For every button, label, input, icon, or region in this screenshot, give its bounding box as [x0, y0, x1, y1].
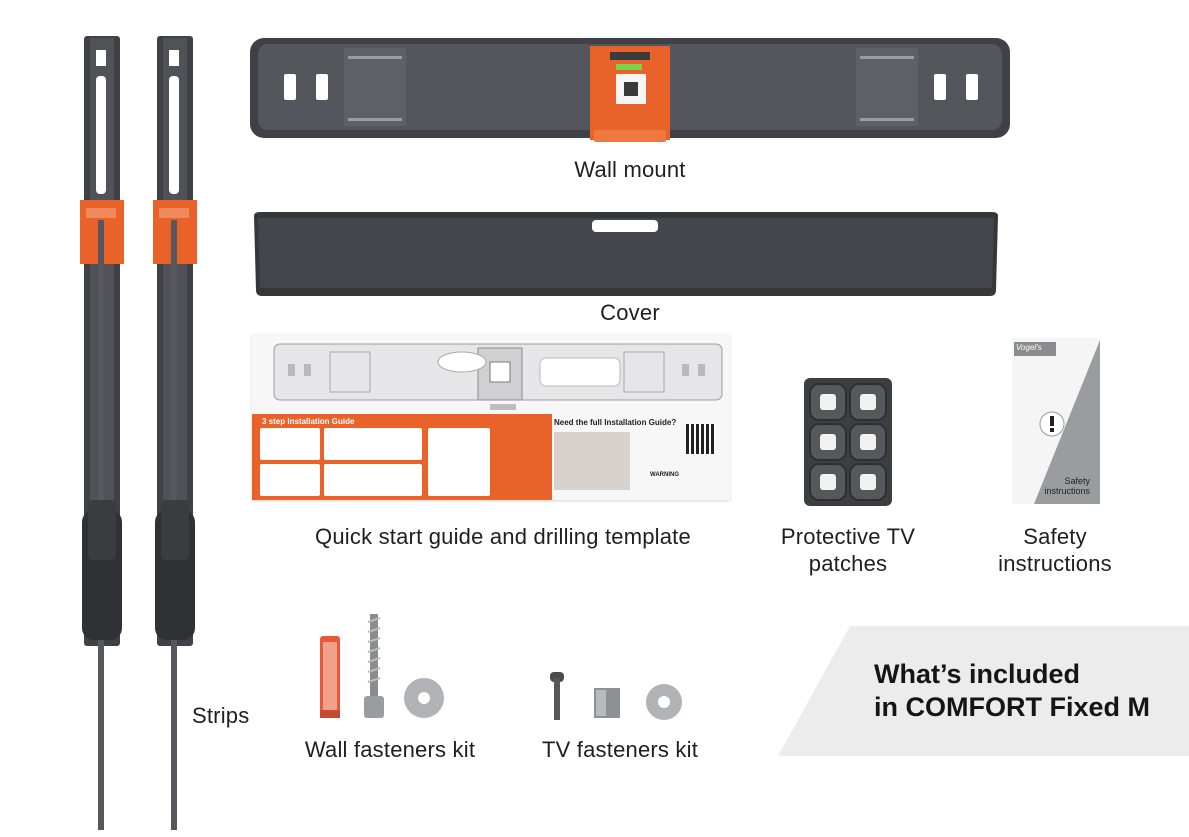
safety-booklet-illustration — [1012, 338, 1100, 504]
tablet-photo — [554, 432, 630, 490]
wall-mount-label: Wall mount — [574, 157, 686, 182]
step-image-1 — [260, 428, 320, 460]
protective-patches-illustration — [804, 378, 892, 506]
patches-label-line2: patches — [808, 551, 888, 576]
warning-label: WARNING — [650, 472, 679, 478]
headline: What’s included in COMFORT Fixed M — [874, 658, 1150, 724]
strips-illustration — [80, 36, 197, 830]
booklet-text-line2: instructions — [1044, 486, 1090, 496]
safety-label-line1: Safety — [1023, 524, 1087, 549]
full-guide-title: Need the full Installation Guide? — [554, 418, 677, 427]
cover-label: Cover — [600, 300, 660, 325]
step-image-2 — [324, 428, 422, 460]
tv-fasteners-label: TV fasteners kit — [541, 737, 699, 762]
cover-illustration — [254, 212, 998, 296]
drilling-template — [273, 343, 723, 410]
qr-code — [686, 424, 716, 454]
tv-fasteners-illustration — [550, 672, 682, 720]
step-image-3 — [260, 464, 320, 496]
wall-fasteners-illustration — [320, 614, 444, 718]
strip-left — [80, 36, 124, 830]
headline-line2: in COMFORT Fixed M — [874, 692, 1150, 722]
step-guide-title: 3 step Installation Guide — [262, 417, 355, 426]
headline-line1: What’s included — [874, 659, 1081, 689]
wall-fasteners-label: Wall fasteners kit — [304, 737, 476, 762]
safety-label-line2: instructions — [998, 551, 1112, 576]
patches-label-line1: Protective TV — [780, 524, 916, 549]
booklet-text-line1: Safety — [1064, 476, 1090, 486]
wall-mount-illustration — [250, 38, 1010, 142]
quick-start-label: Quick start guide and drilling template — [315, 524, 691, 549]
booklet-brand: Vogel's — [1016, 343, 1042, 352]
step-image-5 — [428, 428, 490, 496]
step-image-4 — [324, 464, 422, 496]
booklet-text: Safety instructions — [1030, 476, 1090, 496]
quick-start-guide: 3 step Installation Guide Need the full … — [252, 334, 730, 500]
strips-label: Strips — [192, 703, 250, 728]
orange-diagonal — [492, 414, 532, 500]
strip-right — [153, 36, 197, 830]
